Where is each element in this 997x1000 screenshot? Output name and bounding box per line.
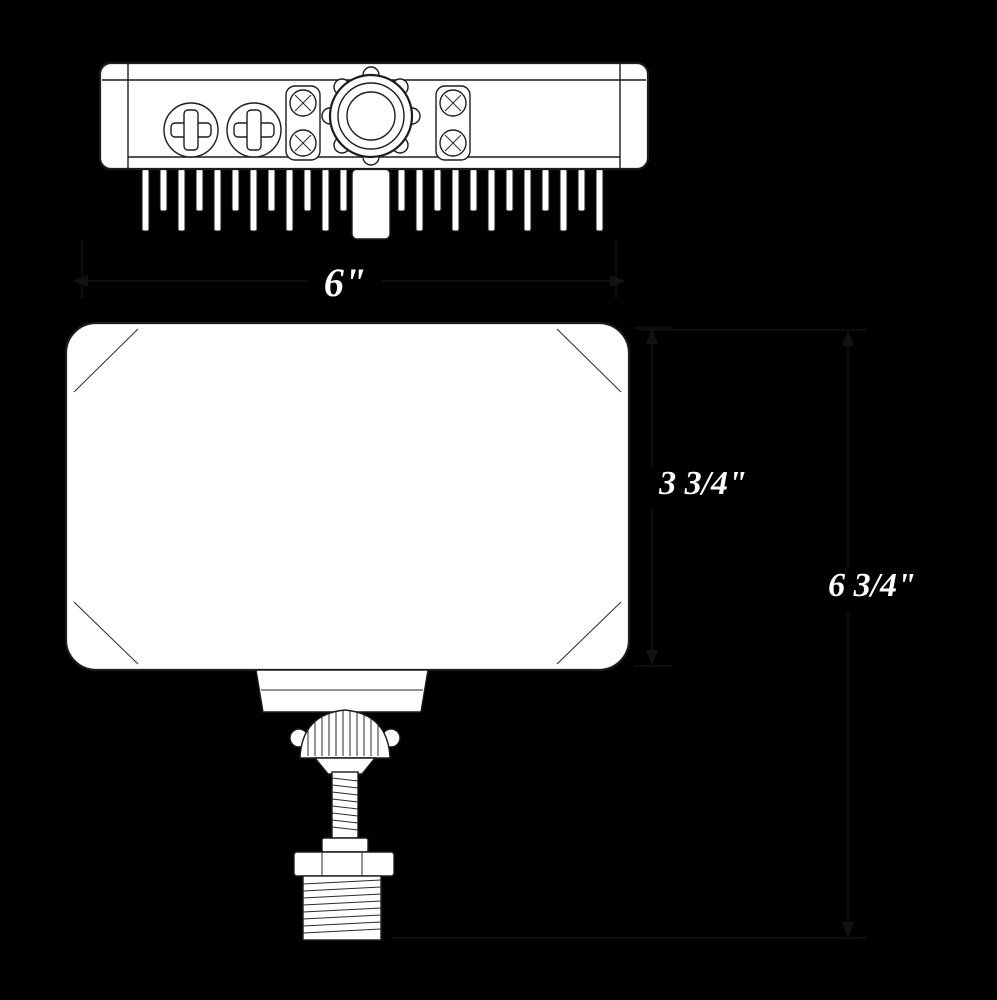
stem-collar <box>321 837 369 853</box>
threaded-nipple <box>302 875 382 941</box>
mounting-bracket <box>255 669 429 713</box>
top-view <box>98 61 650 240</box>
dimension-label-face-height: 3 3/4" <box>658 465 747 502</box>
dimension-label-width: 6" <box>324 260 366 305</box>
swivel-knuckle <box>321 66 421 166</box>
light-face <box>64 321 631 672</box>
knuckle-stem <box>351 168 391 240</box>
front-view <box>64 321 631 941</box>
serrated-pivot <box>289 709 401 775</box>
phillips-screw-left <box>163 102 219 158</box>
mount-screws-left <box>285 85 321 161</box>
threaded-stem <box>331 771 359 839</box>
dimension-total-height: 6 3/4" <box>392 329 918 939</box>
phillips-screw-right <box>226 102 282 158</box>
mount-screws-right <box>435 85 471 161</box>
dimension-label-total-height: 6 3/4" <box>828 567 916 604</box>
dimension-face-height: 3 3/4" <box>634 327 749 667</box>
heat-sink-fins <box>141 168 604 232</box>
dimension-width: 6" <box>72 240 626 308</box>
lock-nut <box>293 851 395 877</box>
